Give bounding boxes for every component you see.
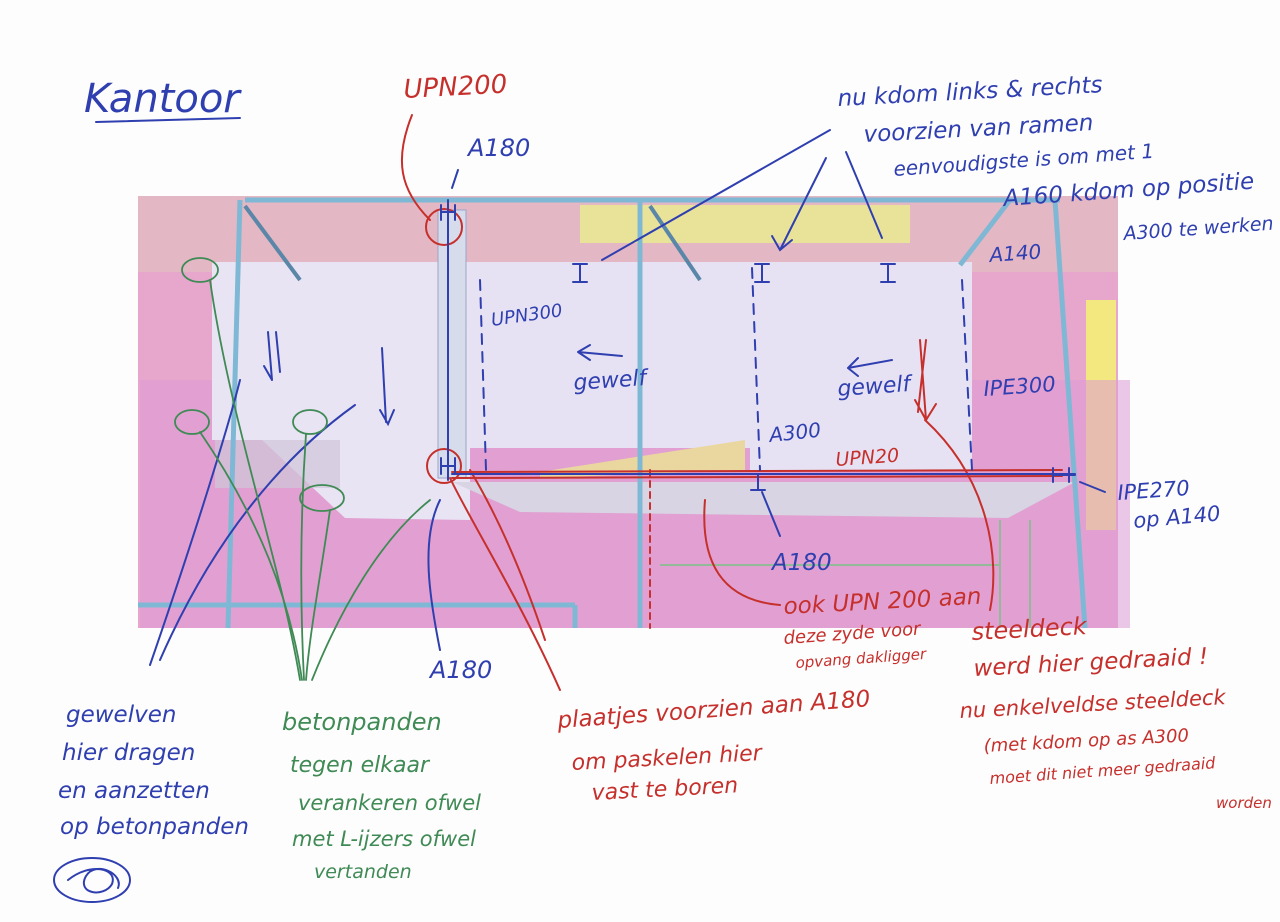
note-top-right-line: A300 te werken [1121,213,1274,246]
arrow-gewelf-right [847,357,893,377]
slab-left-shadow [215,440,340,488]
leader-a180-top [451,169,459,189]
leader-gewelven-1 [149,379,241,666]
leader-a180-mid [761,491,781,537]
dashed-upn300 [479,279,487,471]
label-ipe270: IPE270 [1117,476,1191,505]
note-plaatjes-line: vast te boren [591,773,739,806]
note-top-right-line: A160 kdom op positie [1001,169,1255,213]
note-betonpanden-line: betonpanden [282,708,442,736]
note-plaatjes-line: om paskelen hier [571,741,764,776]
leader-a180-bottom [427,499,441,651]
leader-gewelven-2 [159,404,356,661]
h-symbol-bottom [440,457,456,475]
page-title: Kantoor [84,76,242,122]
note-steeldeck-line: (met kdom op as A300 [983,725,1189,757]
leader-top-1 [601,129,831,261]
upn-line [451,469,1063,473]
green-leader-4 [305,509,331,681]
green-leader-2 [199,431,303,681]
label-upn200: UPN200 [403,70,508,105]
arrow-blue-2 [379,347,395,427]
circle-top-node [425,208,463,246]
label-a180-top: A180 [466,134,530,162]
arrow-blue-1 [263,331,281,381]
green-leader-1 [209,279,301,681]
label-a180-bottom: A180 [428,656,492,684]
note-steeldeck-line: steeldeck [971,612,1089,646]
note-top-right-line: nu kdom links & rechts [837,72,1103,112]
slab-left [212,262,470,520]
roof-light-yellow [580,205,910,243]
i-symbol-1 [572,263,588,283]
note-steeldeck-line: werd hier gedraaid ! [973,644,1209,682]
note-steeldeck-line: worden [1216,794,1272,812]
column-a180 [437,209,467,479]
note-betonpanden: betonpanden tegen elkaar verankeren ofwe… [282,708,481,883]
green-circle-2 [174,409,210,435]
title-underline [95,117,241,123]
red-markings [400,114,1063,691]
note-betonpanden-line: tegen elkaar [290,753,431,778]
note-top-right-line: voorzien van ramen [863,110,1094,148]
note-plaatjes: plaatjes voorzien aan A180 om paskelen h… [556,686,872,806]
dashed-a300 [751,267,761,471]
leader-top-3 [845,151,883,239]
green-markings [174,257,431,681]
label-op-a140: op A140 [1132,501,1221,533]
signature-scribble [67,867,120,894]
label-ipe300: IPE300 [983,372,1057,401]
leader-ook-upn [703,499,781,606]
signature-mark [53,857,131,903]
model-render [138,196,1130,629]
note-steeldeck-line: moet dit niet meer gedraaid [989,753,1217,788]
slab-right [468,262,972,470]
leader-plaatjes [449,477,561,691]
green-circle-1 [181,257,219,283]
green-leader-3 [300,433,307,681]
note-top-right-line: eenvoudigste is om met 1 [893,139,1155,181]
note-gewelven-line: en aanzetten [58,778,210,804]
note-plaatjes-line: plaatjes voorzien aan A180 [556,686,872,734]
h-symbol-top [440,204,456,221]
note-betonpanden-line: met L-ijzers ofwel [292,827,476,851]
note-steeldeck-line: nu enkelveldse steeldeck [959,685,1227,723]
leader-upn200 [400,114,431,221]
arrow-gewelf-left [577,344,623,361]
leader-steeldeck [924,419,995,611]
note-gewelven-line: gewelven [66,702,176,728]
leader-plaatjes-2 [469,469,546,641]
dashed-ipe300 [961,279,973,471]
blue-markings [53,117,1106,903]
label-gewelf-left: gewelf [573,366,651,396]
label-a140: A140 [987,239,1042,267]
note-gewelven-line: hier dragen [62,740,195,766]
note-gewelven: gewelven hier dragen en aanzetten op bet… [58,702,249,840]
leader-top-2 [771,157,827,252]
label-upn20: UPN20 [835,445,900,471]
green-circle-3 [292,409,328,435]
label-gewelf-right: gewelf [837,372,915,402]
circle-bottom-node [426,448,462,484]
label-a300: A300 [766,418,822,447]
note-betonpanden-line: verankeren ofwel [298,791,481,815]
green-circle-4 [299,484,345,512]
beam-underside [452,482,1075,518]
i-symbol-3 [880,263,896,283]
note-gewelven-line: op betonpanden [60,814,249,840]
note-ook-upn-line: opvang dakligger [795,645,928,672]
leader-ipe270 [1079,481,1106,493]
note-betonpanden-line: vertanden [314,861,412,883]
green-leader-5 [311,499,431,681]
label-a180-mid: A180 [770,550,832,576]
note-steeldeck: steeldeck werd hier gedraaid ! nu enkelv… [959,612,1272,812]
i-symbol-2 [754,263,770,283]
